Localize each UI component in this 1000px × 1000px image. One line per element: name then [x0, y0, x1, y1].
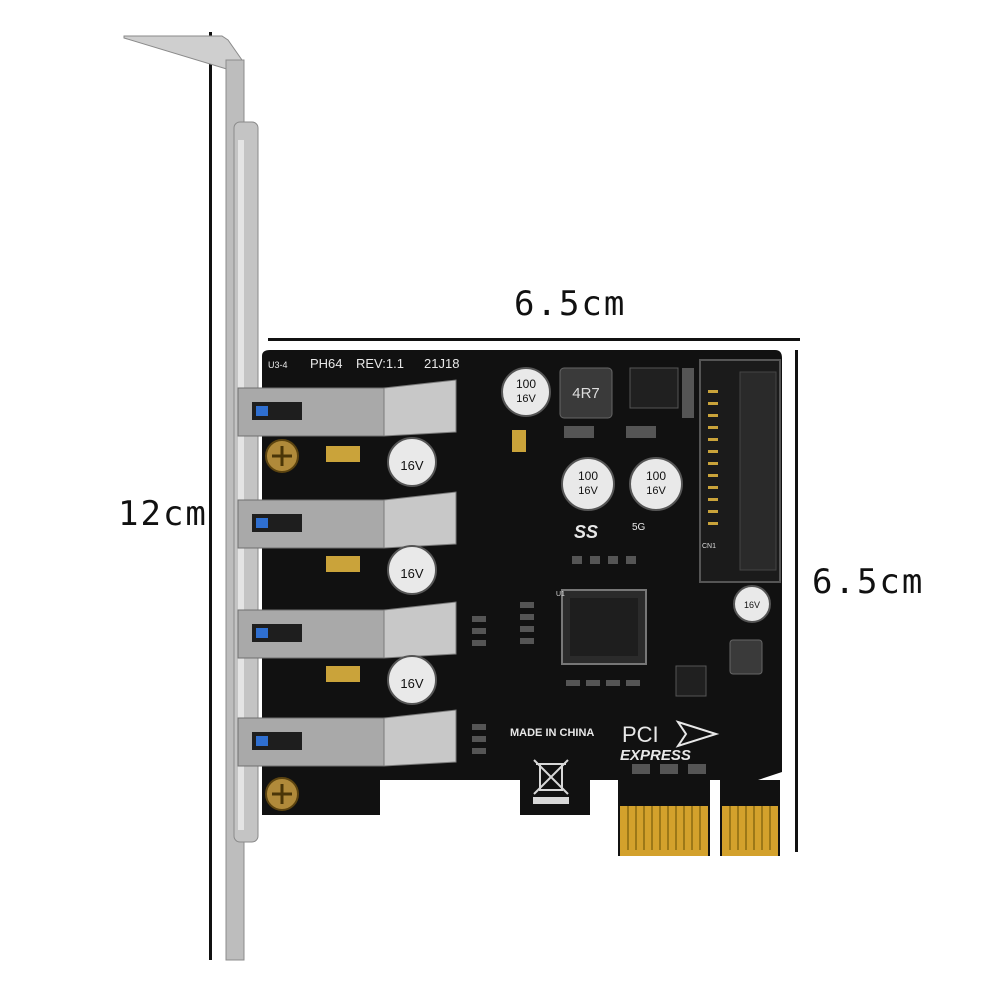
- pci-logo-text: PCI: [622, 722, 659, 747]
- svg-text:100: 100: [516, 377, 536, 391]
- bracket-screw-bottom: [265, 777, 299, 811]
- left-dimension-line: [209, 32, 212, 960]
- sata-power-connector: CN1: [699, 359, 781, 583]
- width-dimension-label: 6.5cm: [514, 284, 627, 324]
- small-ic-right: [675, 665, 707, 697]
- svg-text:100: 100: [578, 469, 598, 483]
- fuse-2: [326, 556, 360, 572]
- height-right-dimension-label: 6.5cm: [812, 562, 925, 602]
- capacitor-mid-2: 100 16V: [629, 457, 683, 511]
- metal-bracket: [123, 35, 259, 961]
- capacitor-port-3: 16V: [387, 655, 437, 705]
- pci-express-text: EXPRESS: [620, 747, 691, 764]
- svg-text:U1: U1: [556, 591, 565, 598]
- svg-text:16V: 16V: [516, 393, 536, 405]
- inductor-4r7: 4R7: [559, 367, 613, 419]
- usb-port-3: [237, 601, 457, 659]
- fuse-1: [326, 446, 360, 462]
- capacitor-port-2: 16V: [387, 545, 437, 595]
- usb-controller-chip: U1: [556, 589, 647, 665]
- capacitor-right: 16V: [733, 585, 771, 623]
- smd-components: [472, 368, 706, 774]
- fuse-4: [512, 430, 526, 452]
- height-left-dimension-label: 12cm: [118, 494, 208, 534]
- revision-text: REV:1.1: [356, 356, 404, 371]
- svg-text:100: 100: [646, 469, 666, 483]
- right-dimension-line: [795, 350, 798, 852]
- svg-text:16V: 16V: [400, 566, 423, 581]
- inductor-right: [729, 639, 763, 675]
- capacitor-port-1: 16V: [387, 437, 437, 487]
- usb-port-4: [237, 709, 457, 767]
- svg-text:16V: 16V: [578, 485, 598, 497]
- superspeed-5g-text: 5G: [632, 522, 646, 533]
- svg-text:16V: 16V: [400, 458, 423, 473]
- svg-text:4R7: 4R7: [572, 385, 600, 402]
- pci-arrow-icon: [675, 720, 720, 748]
- model-text: PH64: [310, 356, 343, 371]
- usb-port-2: [237, 491, 457, 549]
- bracket-screw-top: [265, 439, 299, 473]
- capacitor-top: 100 16V: [501, 367, 551, 417]
- made-in-china-text: MADE IN CHINA: [510, 727, 594, 739]
- svg-text:16V: 16V: [744, 600, 760, 610]
- date-code-text: 21J18: [424, 356, 459, 371]
- regulator-ic: [629, 367, 679, 409]
- svg-text:CN1: CN1: [702, 543, 716, 550]
- superspeed-logo: SS: [574, 522, 598, 542]
- pcie-gold-fingers: [618, 780, 780, 856]
- capacitor-mid-1: 100 16V: [561, 457, 615, 511]
- fuse-3: [326, 666, 360, 682]
- top-dimension-line: [268, 338, 800, 341]
- weee-bin-icon: [533, 759, 569, 804]
- svg-text:16V: 16V: [646, 485, 666, 497]
- usb-port-1: [237, 379, 457, 437]
- svg-text:16V: 16V: [400, 676, 423, 691]
- model-small-text: U3-4: [268, 360, 288, 370]
